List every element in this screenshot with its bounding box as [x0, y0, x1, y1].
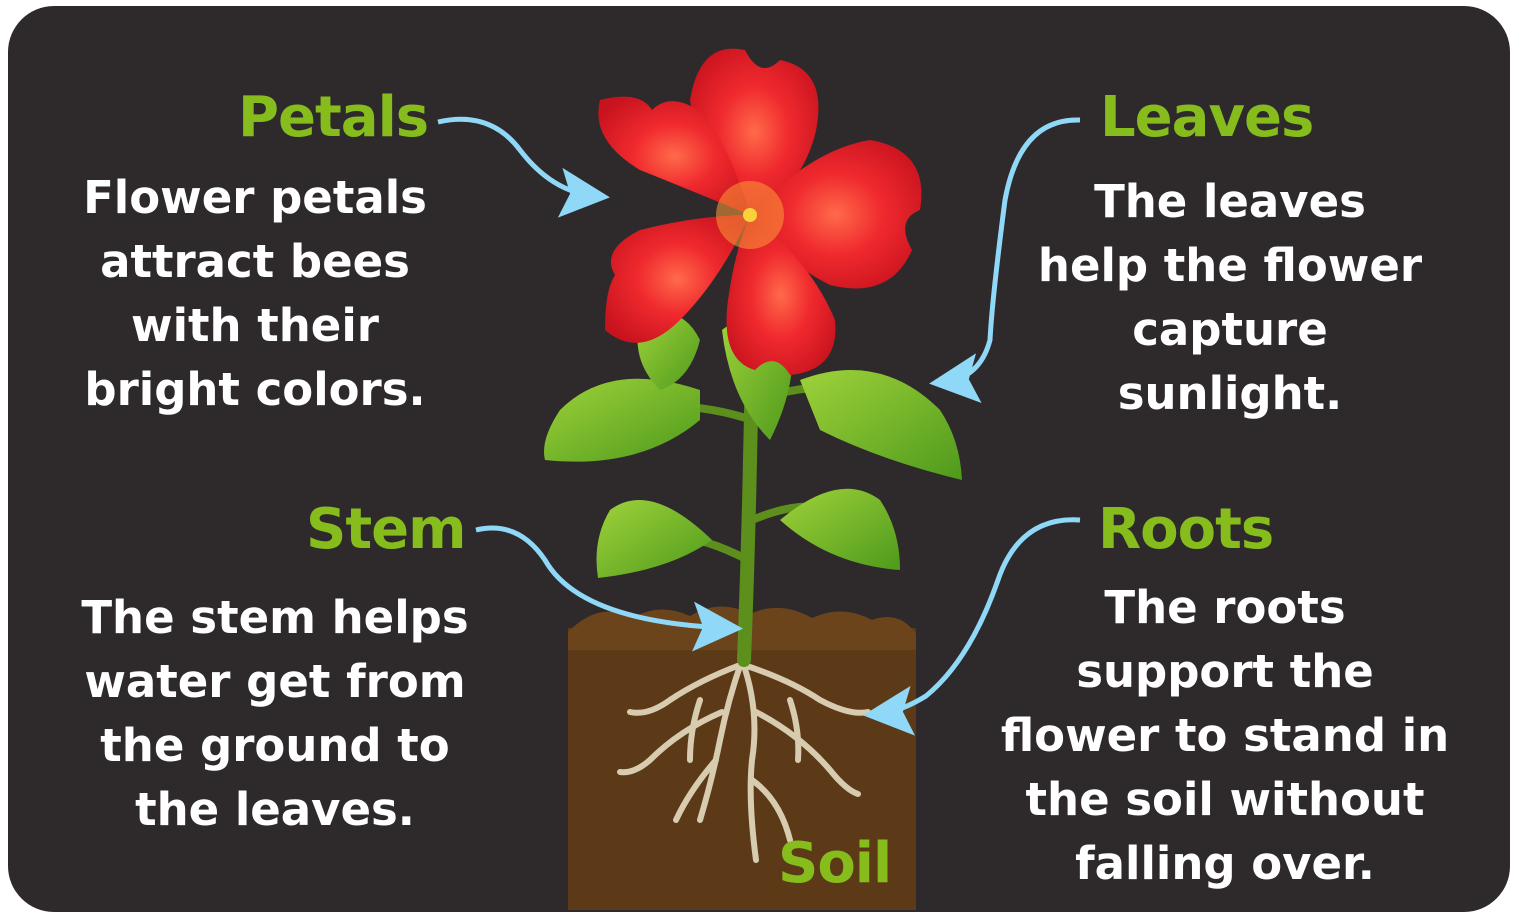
petals-heading: Petals [238, 86, 428, 150]
flower-head-illustration [598, 49, 921, 375]
soil-label: Soil [778, 832, 891, 896]
petals-arrow [438, 119, 595, 196]
stem-heading: Stem [306, 498, 465, 562]
roots-description: The roots support the flower to stand in… [990, 576, 1460, 896]
stem-description: The stem helps water get from the ground… [60, 586, 490, 842]
petals-description: Flower petals attract bees with their br… [60, 166, 450, 422]
leaves-heading: Leaves [1100, 86, 1313, 150]
leaves-description: The leaves help the flower capture sunli… [1010, 170, 1450, 426]
roots-heading: Roots [1098, 498, 1273, 562]
